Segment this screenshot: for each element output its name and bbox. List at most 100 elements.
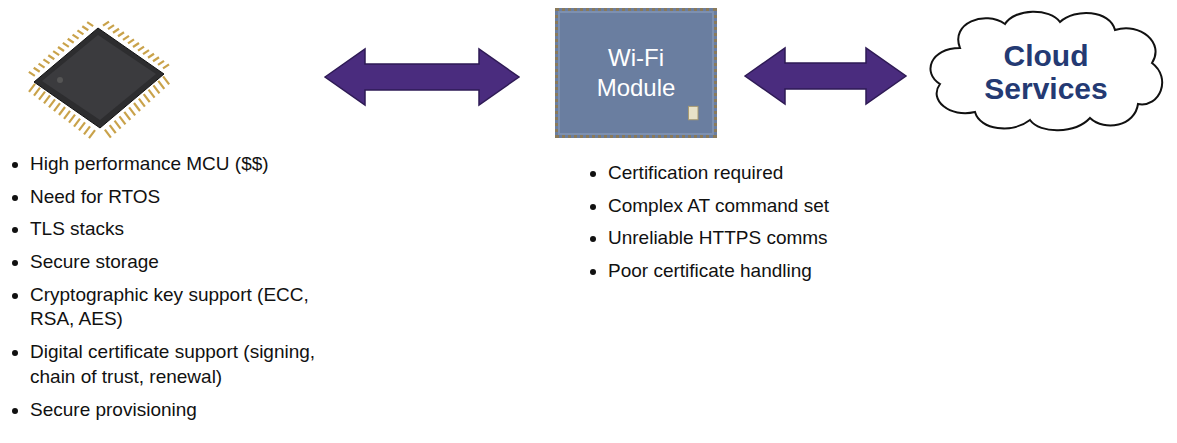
bullet-item: Certification required <box>586 161 886 186</box>
chip-pin <box>139 99 145 107</box>
chip-pin <box>129 107 135 115</box>
chip-pin <box>138 47 144 51</box>
bullet-item: TLS stacks <box>8 217 326 242</box>
chip-pin <box>163 76 169 84</box>
chip-pin <box>134 103 140 111</box>
chip-pin <box>115 121 121 129</box>
bullet-text: Unreliable HTTPS comms <box>608 227 828 248</box>
bullet-list: Certification requiredComplex AT command… <box>586 161 886 292</box>
chip-pin <box>119 116 125 124</box>
bullet-text: Poor certificate handling <box>608 260 812 281</box>
chip-pin <box>34 88 40 96</box>
chip-pin <box>82 26 88 30</box>
chip-pin <box>123 36 129 40</box>
bullet-text: Digital certificate support (signing, ch… <box>30 341 315 387</box>
bullet-text: TLS stacks <box>30 218 124 239</box>
bullet-item: Need for RTOS <box>8 185 326 210</box>
chip-pin <box>29 72 35 76</box>
chip-pin <box>128 39 134 43</box>
chip-pin <box>105 130 111 138</box>
chip-pin <box>153 85 159 93</box>
chip-pin <box>58 47 64 51</box>
bullet-dot <box>12 227 18 233</box>
bullet-text: Cryptographic key support (ECC, RSA, AES… <box>30 284 309 330</box>
chip-pin <box>118 32 124 36</box>
module-box: Wi-Fi ModuleCertification requiredComple… <box>555 8 717 138</box>
chip-pin <box>39 64 45 68</box>
chip-pin <box>143 50 149 54</box>
bullet-dot <box>590 236 596 242</box>
chip-pin <box>149 90 155 98</box>
chip-pin <box>133 43 139 47</box>
chip-pin <box>77 30 83 34</box>
bullet-item: Complex AT command set <box>586 194 886 219</box>
chip-pin <box>44 95 50 103</box>
chip-pin <box>74 119 80 127</box>
chip-pin <box>49 99 55 107</box>
bullet-dot <box>12 260 18 266</box>
chip-dot <box>57 77 63 83</box>
chip-pin <box>69 115 75 123</box>
bullet-dot <box>590 269 596 275</box>
chip-pin <box>79 122 85 130</box>
chip-pin <box>53 51 59 55</box>
antenna-pad <box>688 106 698 119</box>
cloud-label: Cloud Services <box>920 8 1172 136</box>
chip-pin <box>103 22 109 26</box>
chip-pin <box>158 81 164 89</box>
bullet-text: Complex AT command set <box>608 195 829 216</box>
module-title: Wi-Fi Module <box>586 43 686 103</box>
chip-pin <box>84 126 90 134</box>
bullet-item: Digital certificate support (signing, ch… <box>8 340 326 389</box>
bullet-text: High performance MCU ($$) <box>30 153 269 174</box>
module-antenna <box>558 11 714 135</box>
bullet-item: Secure storage <box>8 250 326 275</box>
bullet-text: Certification required <box>608 162 783 183</box>
bullet-item: Poor certificate handling <box>586 259 886 284</box>
chip-pin <box>73 35 79 39</box>
bullet-item: Secure provisioning <box>8 398 326 423</box>
chip-pin <box>158 61 164 65</box>
chip-top <box>42 35 156 120</box>
bullet-item: Cryptographic key support (ECC, RSA, AES… <box>8 283 326 332</box>
cloud-node: Cloud Services <box>920 8 1172 136</box>
chip-pin <box>64 111 70 119</box>
chip-pin <box>63 43 69 47</box>
cloud-shape <box>930 12 1162 131</box>
chip-pin <box>163 64 169 68</box>
bullet-item: Unreliable HTTPS comms <box>586 226 886 251</box>
bullet-dot <box>12 408 18 414</box>
chip-pin <box>39 92 45 100</box>
chip-pin <box>113 29 119 33</box>
mcu-node: High performance MCU ($$)Need for RTOSTL… <box>0 8 330 140</box>
chip-pin <box>153 57 159 61</box>
bullet-text: Secure storage <box>30 251 159 272</box>
chip-pin <box>43 59 49 63</box>
chip-pin <box>29 84 35 92</box>
chip-pin <box>89 130 95 138</box>
bullet-item: High performance MCU ($$) <box>8 152 326 177</box>
mcu-chip-illustration <box>0 8 330 140</box>
chip-body <box>34 28 164 128</box>
bullet-dot <box>12 293 18 299</box>
chip-pin <box>48 55 54 59</box>
double-arrow <box>745 48 906 104</box>
chip-pin <box>34 68 40 72</box>
chip-pin <box>68 39 74 43</box>
bullet-text: Secure provisioning <box>30 399 197 420</box>
chip-pin <box>59 107 65 115</box>
chip-pin <box>87 22 93 26</box>
chip-pin <box>144 94 150 102</box>
chip-pin <box>110 125 116 133</box>
bullet-text: Need for RTOS <box>30 186 160 207</box>
double-arrow <box>325 49 519 105</box>
bullet-dot <box>12 195 18 201</box>
chip-pin <box>108 25 114 29</box>
bullet-list: High performance MCU ($$) Need for RTOS TL… <box>8 152 326 430</box>
cloud-title: Cloud Services <box>971 39 1121 105</box>
module-label: Wi-Fi Module <box>558 11 714 135</box>
bullet-dot <box>12 350 18 356</box>
chip-pin <box>148 54 154 58</box>
bullet-dot <box>590 204 596 210</box>
